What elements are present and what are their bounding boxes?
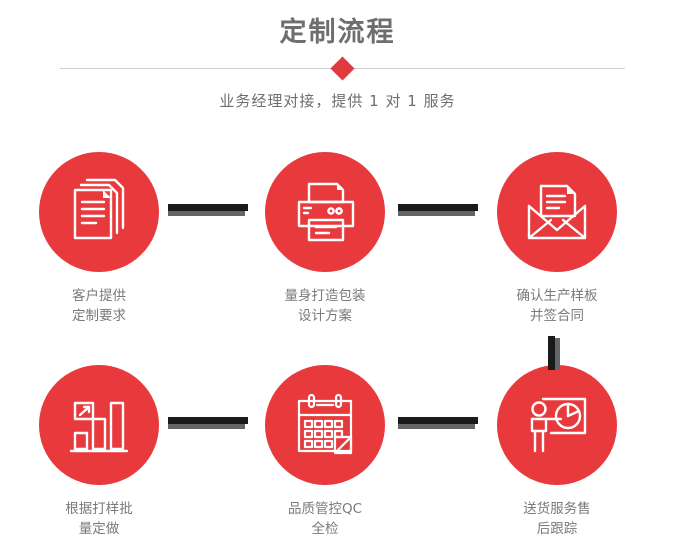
connector-step1-step2 <box>168 204 248 216</box>
process-step-6: 送货服务售 后跟踪 <box>477 365 637 539</box>
connector-bar <box>548 336 555 370</box>
connector-shadow <box>168 211 245 216</box>
process-step-5: 品质管控QC 全检 <box>245 365 405 539</box>
connector-step4-step5 <box>168 417 248 429</box>
bar-chart-growth-icon <box>63 389 135 461</box>
step-5-icon-circle <box>265 365 385 485</box>
diamond-marker-icon <box>330 56 355 81</box>
connector-step2-step3 <box>398 204 478 216</box>
page-subtitle: 业务经理对接，提供 1 对 1 服务 <box>219 92 456 110</box>
step-4-icon-circle <box>39 365 159 485</box>
step-1-label: 客户提供 定制要求 <box>72 288 126 324</box>
process-step-2: 量身打造包装 设计方案 <box>245 152 405 326</box>
connector-bar <box>168 417 248 424</box>
connector-shadow <box>555 338 560 370</box>
connector-shadow <box>398 211 475 216</box>
process-step-4: 根据打样批 量定做 <box>19 365 179 539</box>
process-step-1: 客户提供 定制要求 <box>19 152 179 326</box>
process-step-3: 确认生产样板 并签合同 <box>477 152 637 326</box>
envelope-document-icon <box>521 176 593 248</box>
step-4-label: 根据打样批 量定做 <box>65 501 133 537</box>
step-1-icon-circle <box>39 152 159 272</box>
step-6-label: 送货服务售 后跟踪 <box>523 501 591 537</box>
step-3-icon-circle <box>497 152 617 272</box>
step-2-icon-circle <box>265 152 385 272</box>
page-title: 定制流程 <box>279 17 396 48</box>
step-3-label: 确认生产样板 并签合同 <box>516 288 598 324</box>
calendar-check-icon <box>289 389 361 461</box>
connector-bar <box>168 204 248 211</box>
connector-shadow <box>398 424 475 429</box>
connector-bar <box>398 204 478 211</box>
documents-stack-icon <box>63 176 135 248</box>
connector-shadow <box>168 424 245 429</box>
title-divider <box>60 56 625 81</box>
connector-step5-step6 <box>398 417 478 429</box>
connector-step3-step4 <box>548 336 560 370</box>
step-5-label: 品质管控QC 全检 <box>287 501 363 537</box>
step-2-label: 量身打造包装 设计方案 <box>284 288 366 324</box>
presenter-pie-chart-icon <box>521 389 593 461</box>
connector-bar <box>398 417 478 424</box>
printer-icon <box>289 176 361 248</box>
step-6-icon-circle <box>497 365 617 485</box>
